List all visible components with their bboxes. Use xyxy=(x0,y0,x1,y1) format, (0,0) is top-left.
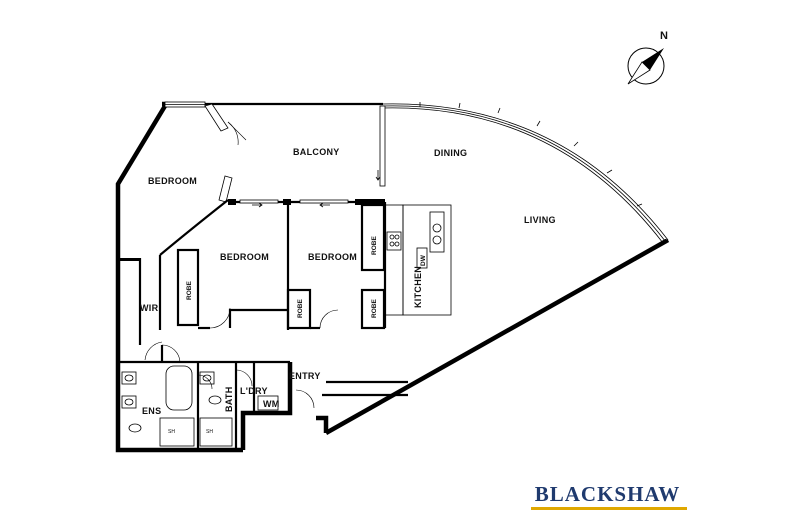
doors xyxy=(144,121,339,409)
label-kitchen: KITCHEN xyxy=(413,266,423,308)
interior-walls xyxy=(120,199,408,450)
compass-north-label: N xyxy=(660,30,668,42)
label-bedroom-3: BEDROOM xyxy=(308,252,357,262)
label-living: LIVING xyxy=(524,215,556,225)
brand-logo: BLACKSHAW xyxy=(534,482,681,506)
glazing xyxy=(164,101,669,244)
room-labels: BALCONY DINING LIVING BEDROOM BEDROOM BE… xyxy=(140,147,556,435)
label-balcony: BALCONY xyxy=(293,147,340,157)
label-bedroom-1: BEDROOM xyxy=(148,176,197,186)
label-wm: WM xyxy=(263,399,280,409)
label-robe-3: ROBE xyxy=(371,299,378,318)
label-bath: BATH xyxy=(224,386,234,412)
exterior-walls xyxy=(115,101,670,453)
label-sh-1: SH xyxy=(168,429,175,435)
label-laundry: L'DRY xyxy=(240,386,268,396)
label-dining: DINING xyxy=(434,148,467,158)
sliding-doors xyxy=(239,170,381,208)
compass-icon xyxy=(627,47,665,85)
brand-underline xyxy=(531,507,687,510)
label-robe-4: ROBE xyxy=(371,236,378,255)
label-sh-2: SH xyxy=(206,429,213,435)
label-ens: ENS xyxy=(142,406,161,416)
label-robe-1: ROBE xyxy=(186,281,193,300)
label-bedroom-2: BEDROOM xyxy=(220,252,269,262)
kitchen-fittings xyxy=(384,204,452,316)
bathroom-fittings xyxy=(121,365,279,447)
label-entry: ENTRY xyxy=(289,371,321,381)
label-wir: WIR xyxy=(140,303,159,313)
label-dw: DW xyxy=(420,254,427,266)
label-robe-2: ROBE xyxy=(297,299,304,318)
